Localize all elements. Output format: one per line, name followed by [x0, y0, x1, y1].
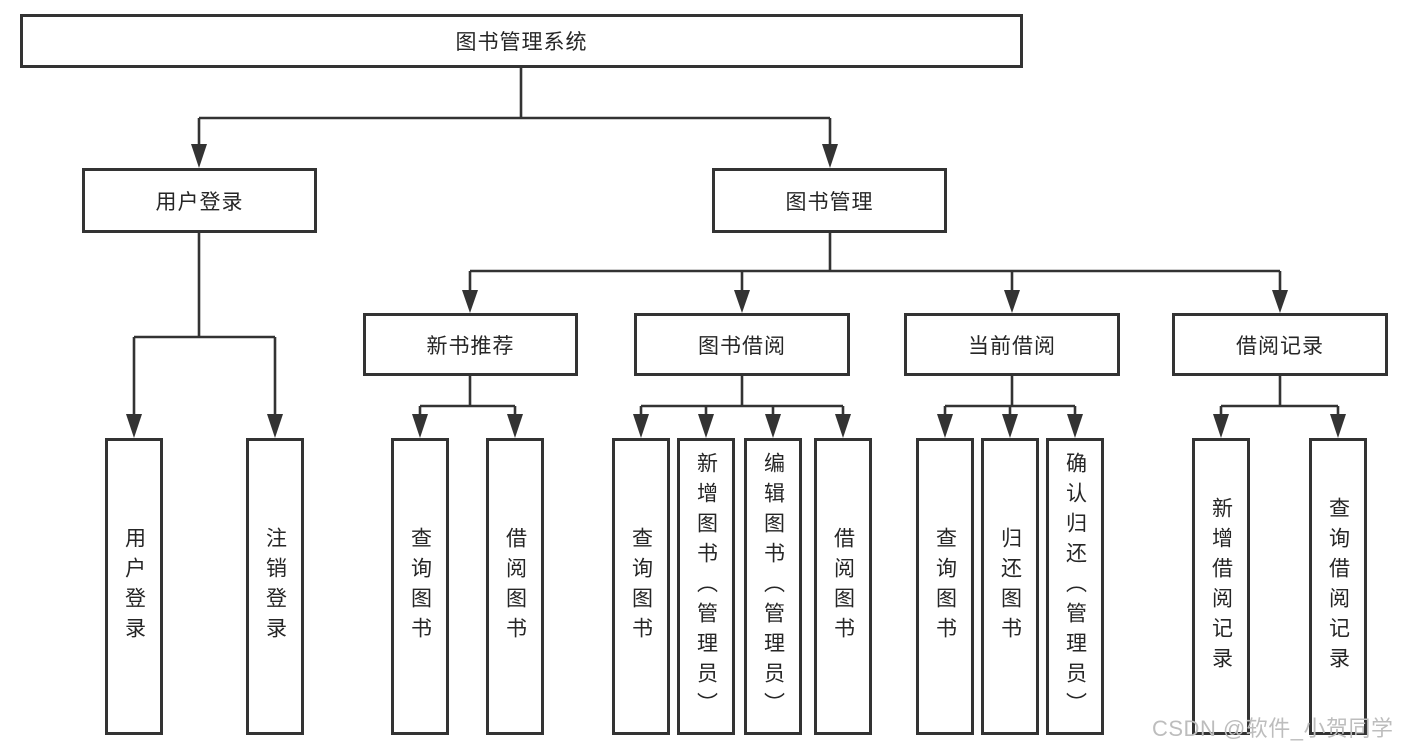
node-new-book-recommend-label: 新书推荐 — [426, 334, 515, 358]
node-new-book-recommend: 新书推荐 — [363, 313, 578, 376]
leaf-return-books-label: 归还图书 — [998, 526, 1022, 647]
leaf-return-books: 归还图书 — [981, 438, 1039, 735]
leaf-add-borrow-record-label: 新增借阅记录 — [1209, 496, 1233, 677]
leaf-borrow-books-recommend-label: 借阅图书 — [503, 526, 527, 647]
leaf-user-login: 用户登录 — [105, 438, 163, 735]
leaf-query-borrow-record-label: 查询借阅记录 — [1326, 496, 1350, 677]
node-book-borrow: 图书借阅 — [634, 313, 850, 376]
leaf-query-books-current-label: 查询图书 — [933, 526, 957, 647]
node-book-management-label: 图书管理 — [785, 190, 874, 214]
leaf-query-books-recommend: 查询图书 — [391, 438, 449, 735]
leaf-borrow-books-label: 借阅图书 — [831, 526, 855, 647]
leaf-borrow-books-recommend: 借阅图书 — [486, 438, 544, 735]
leaf-add-borrow-record: 新增借阅记录 — [1192, 438, 1250, 735]
leaf-confirm-return-admin: 确认归还（管理员） — [1046, 438, 1104, 735]
leaf-add-book-admin-label: 新增图书（管理员） — [694, 451, 718, 722]
leaf-query-books-borrow: 查询图书 — [612, 438, 670, 735]
leaf-borrow-books: 借阅图书 — [814, 438, 872, 735]
node-borrow-records-label: 借阅记录 — [1236, 334, 1324, 358]
leaf-confirm-return-admin-label: 确认归还（管理员） — [1063, 451, 1087, 722]
node-user-login-label: 用户登录 — [155, 190, 244, 214]
leaf-add-book-admin: 新增图书（管理员） — [677, 438, 735, 735]
node-user-login: 用户登录 — [82, 168, 317, 233]
node-borrow-records: 借阅记录 — [1172, 313, 1388, 376]
node-root-label: 图书管理系统 — [455, 31, 588, 54]
leaf-edit-book-admin: 编辑图书（管理员） — [744, 438, 802, 735]
node-root: 图书管理系统 — [20, 14, 1023, 68]
leaf-logout-label: 注销登录 — [263, 526, 287, 647]
leaf-query-books-borrow-label: 查询图书 — [629, 526, 653, 647]
leaf-query-books-recommend-label: 查询图书 — [408, 526, 432, 647]
node-current-borrow-label: 当前借阅 — [968, 334, 1056, 358]
leaf-user-login-label: 用户登录 — [122, 526, 146, 647]
leaf-edit-book-admin-label: 编辑图书（管理员） — [761, 451, 785, 722]
node-book-borrow-label: 图书借阅 — [698, 334, 786, 358]
leaf-query-borrow-record: 查询借阅记录 — [1309, 438, 1367, 735]
node-book-management: 图书管理 — [712, 168, 947, 233]
node-current-borrow: 当前借阅 — [904, 313, 1120, 376]
leaf-logout: 注销登录 — [246, 438, 304, 735]
leaf-query-books-current: 查询图书 — [916, 438, 974, 735]
